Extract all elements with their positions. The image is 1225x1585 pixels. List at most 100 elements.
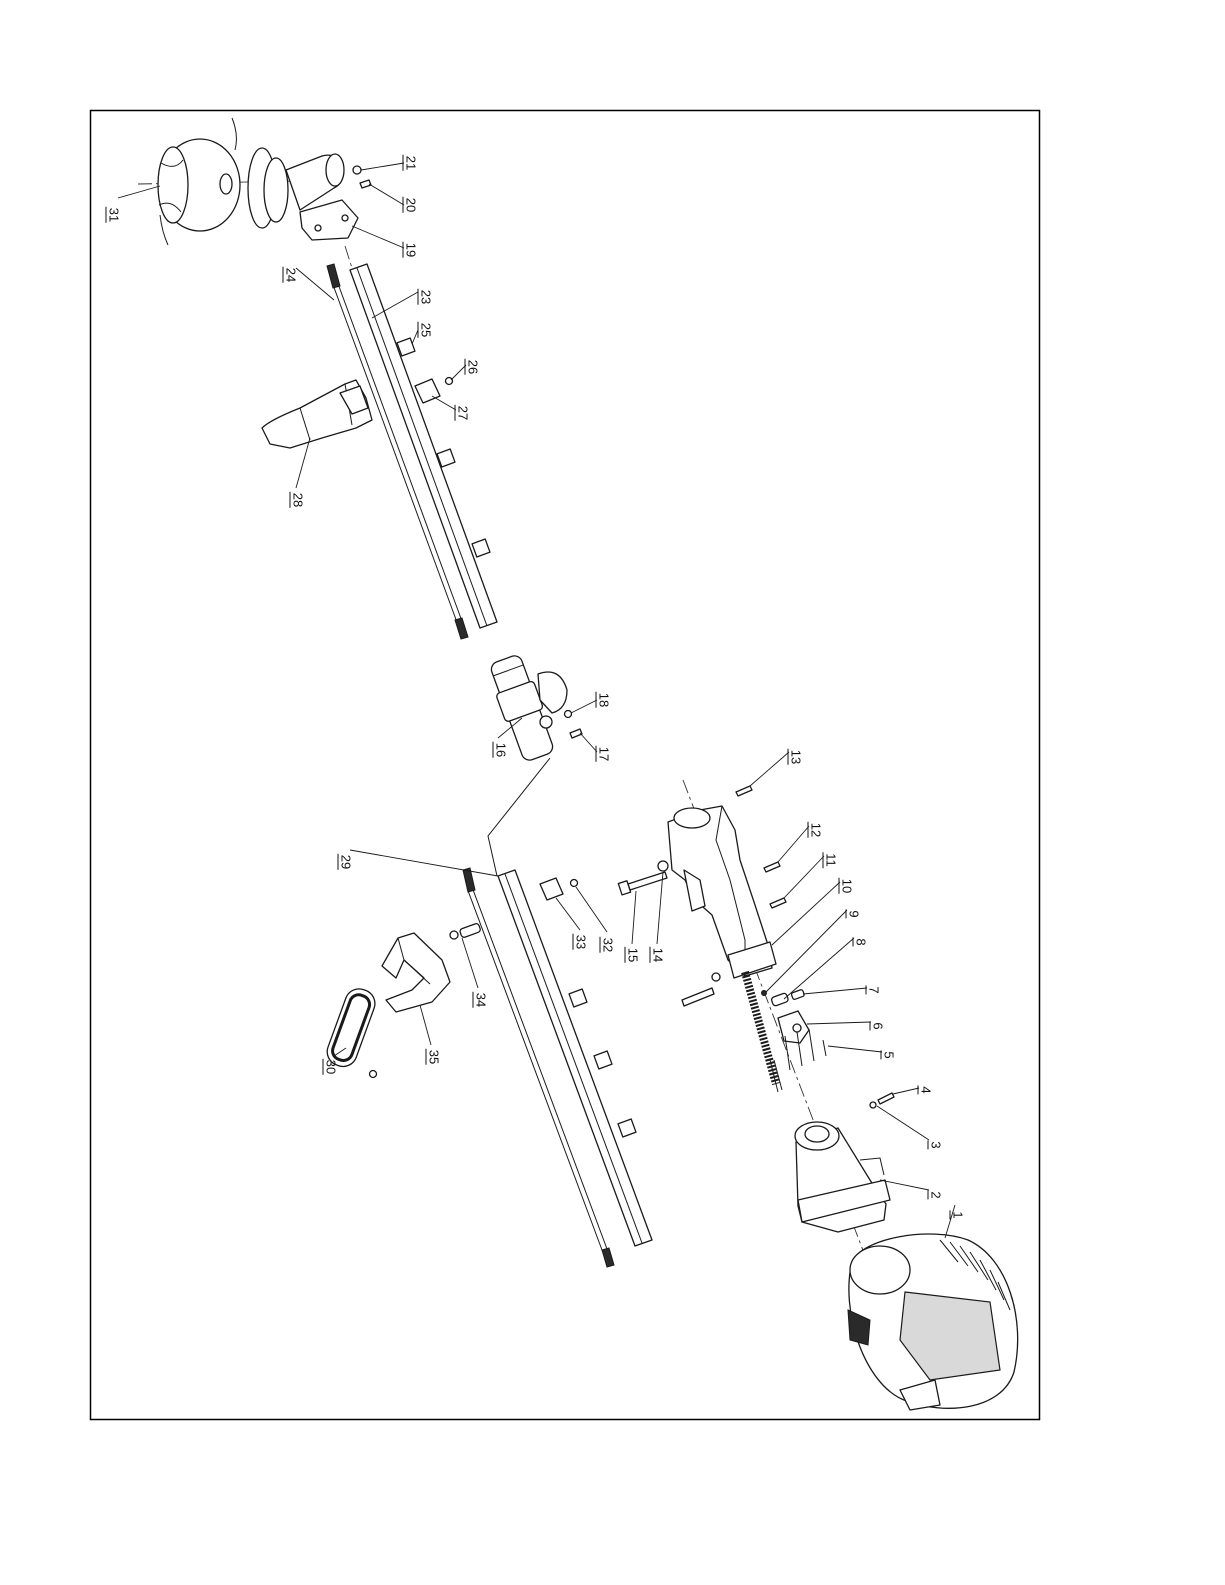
leader-line-15 xyxy=(632,891,636,944)
callout-28: 28 xyxy=(290,492,305,508)
handle-bolt-part-34 xyxy=(459,923,481,938)
callout-6: 6 xyxy=(870,1021,885,1030)
leader-line-19 xyxy=(352,226,404,248)
trimmer-spool-head xyxy=(158,118,240,245)
lower-drive-shaft xyxy=(463,868,614,1267)
page-frame xyxy=(91,111,1040,1420)
bolt-lower xyxy=(682,988,714,1006)
lower-shaft-tube xyxy=(498,870,652,1246)
gear-head-clamp-hole-1 xyxy=(315,225,321,231)
callout-25: 25 xyxy=(418,322,433,338)
callout-14: 14 xyxy=(650,947,665,963)
gear-head xyxy=(248,148,358,240)
screw-part-11 xyxy=(770,898,786,908)
coupler-connector-line xyxy=(488,758,550,876)
leader-line-24 xyxy=(296,268,334,300)
callout-33: 33 xyxy=(573,934,588,950)
callout-5: 5 xyxy=(881,1050,896,1059)
callout-27: 27 xyxy=(455,405,470,421)
rear-handle-housing xyxy=(668,806,776,978)
gear-head-clamp xyxy=(300,200,358,240)
leader-line-34 xyxy=(462,938,478,988)
leader-line-20 xyxy=(369,184,404,205)
callout-15: 15 xyxy=(625,947,640,963)
clutch-housing-bore xyxy=(805,1126,829,1142)
upper-shaft-outline xyxy=(350,264,497,628)
callout-9: 9 xyxy=(846,909,861,918)
sleeve-part-8 xyxy=(771,993,789,1007)
handle-housing-top-ring xyxy=(674,808,710,828)
pin-part-9 xyxy=(762,991,767,996)
callout-31: 31 xyxy=(106,207,121,223)
callout-18: 18 xyxy=(596,692,611,708)
upper-shaft-tube xyxy=(350,264,497,628)
leader-line-14 xyxy=(657,872,663,944)
bolt-head-part-15 xyxy=(618,881,630,895)
engine-part-1 xyxy=(848,1234,1018,1410)
callout-17: 17 xyxy=(596,746,611,762)
axis-line-upper-shaft xyxy=(345,246,352,268)
shaft-clamp-part-27 xyxy=(415,379,440,403)
nut-part-26 xyxy=(446,378,453,385)
leader-line-3 xyxy=(877,1106,929,1140)
bushing-lower-2 xyxy=(594,1051,612,1069)
screw-part-12 xyxy=(764,862,780,872)
leader-line-6 xyxy=(807,1022,871,1024)
callout-35: 35 xyxy=(426,1049,441,1065)
gear-head-flange-inner xyxy=(264,158,288,222)
callout-24: 24 xyxy=(283,267,298,283)
screw-part-4 xyxy=(878,1093,894,1104)
lower-shaft-outline xyxy=(498,870,652,1246)
leader-line-5 xyxy=(828,1046,882,1052)
bolt-part-15 xyxy=(628,872,667,890)
lower-drive-shaft-spline-bottom xyxy=(602,1248,614,1267)
callout-16: 16 xyxy=(493,742,508,758)
leader-line-21 xyxy=(361,163,404,170)
trimmer-guard xyxy=(262,380,372,448)
callout-10: 10 xyxy=(839,878,854,894)
gear-head-clamp-hole-2 xyxy=(342,215,348,221)
screw-part-13 xyxy=(736,786,752,796)
trimmer-line-top xyxy=(232,118,236,150)
callout-3: 3 xyxy=(928,1140,943,1149)
callout-11: 11 xyxy=(823,852,838,868)
gear-head-tube-end xyxy=(326,154,344,186)
nut-part-32 xyxy=(571,880,578,887)
shaft-clamp-part-33 xyxy=(540,878,563,900)
leader-line-4 xyxy=(893,1088,919,1094)
callout-26: 26 xyxy=(465,359,480,375)
callout-23: 23 xyxy=(418,289,433,305)
spool-hub xyxy=(220,174,232,194)
washer-part-3 xyxy=(870,1102,876,1108)
callout-1: 1 xyxy=(950,1210,965,1219)
leader-line-27 xyxy=(432,396,456,410)
nut-part-21 xyxy=(353,166,361,174)
leader-line-10 xyxy=(772,882,840,945)
callout-7: 7 xyxy=(866,985,881,994)
bushing-lower-1 xyxy=(569,989,587,1007)
leader-line-12 xyxy=(778,826,809,862)
nut-part-34 xyxy=(450,931,458,939)
callout-12: 12 xyxy=(808,822,823,838)
callout-34: 34 xyxy=(473,992,488,1008)
callout-20: 20 xyxy=(403,197,418,213)
nut-lower xyxy=(712,973,720,981)
callout-4: 4 xyxy=(918,1085,933,1094)
leader-line-7 xyxy=(803,988,867,994)
callout-29: 29 xyxy=(338,854,353,870)
bushing-upper-3 xyxy=(472,539,490,557)
bushing-lower-3 xyxy=(618,1119,636,1137)
callout-8: 8 xyxy=(853,937,868,946)
coupler-boss xyxy=(540,716,552,728)
upper-drive-shaft-spline-bottom xyxy=(455,618,468,639)
nut-part-14 xyxy=(658,861,668,871)
callout-2: 2 xyxy=(928,1190,943,1199)
engine-output-cover xyxy=(850,1246,910,1294)
clutch-housing-part-2 xyxy=(795,1122,890,1232)
spool-front-face xyxy=(158,147,188,223)
callout-32: 32 xyxy=(600,937,615,953)
leader-line-18 xyxy=(571,700,597,713)
callout-21: 21 xyxy=(403,155,418,171)
callout-19: 19 xyxy=(403,242,418,258)
